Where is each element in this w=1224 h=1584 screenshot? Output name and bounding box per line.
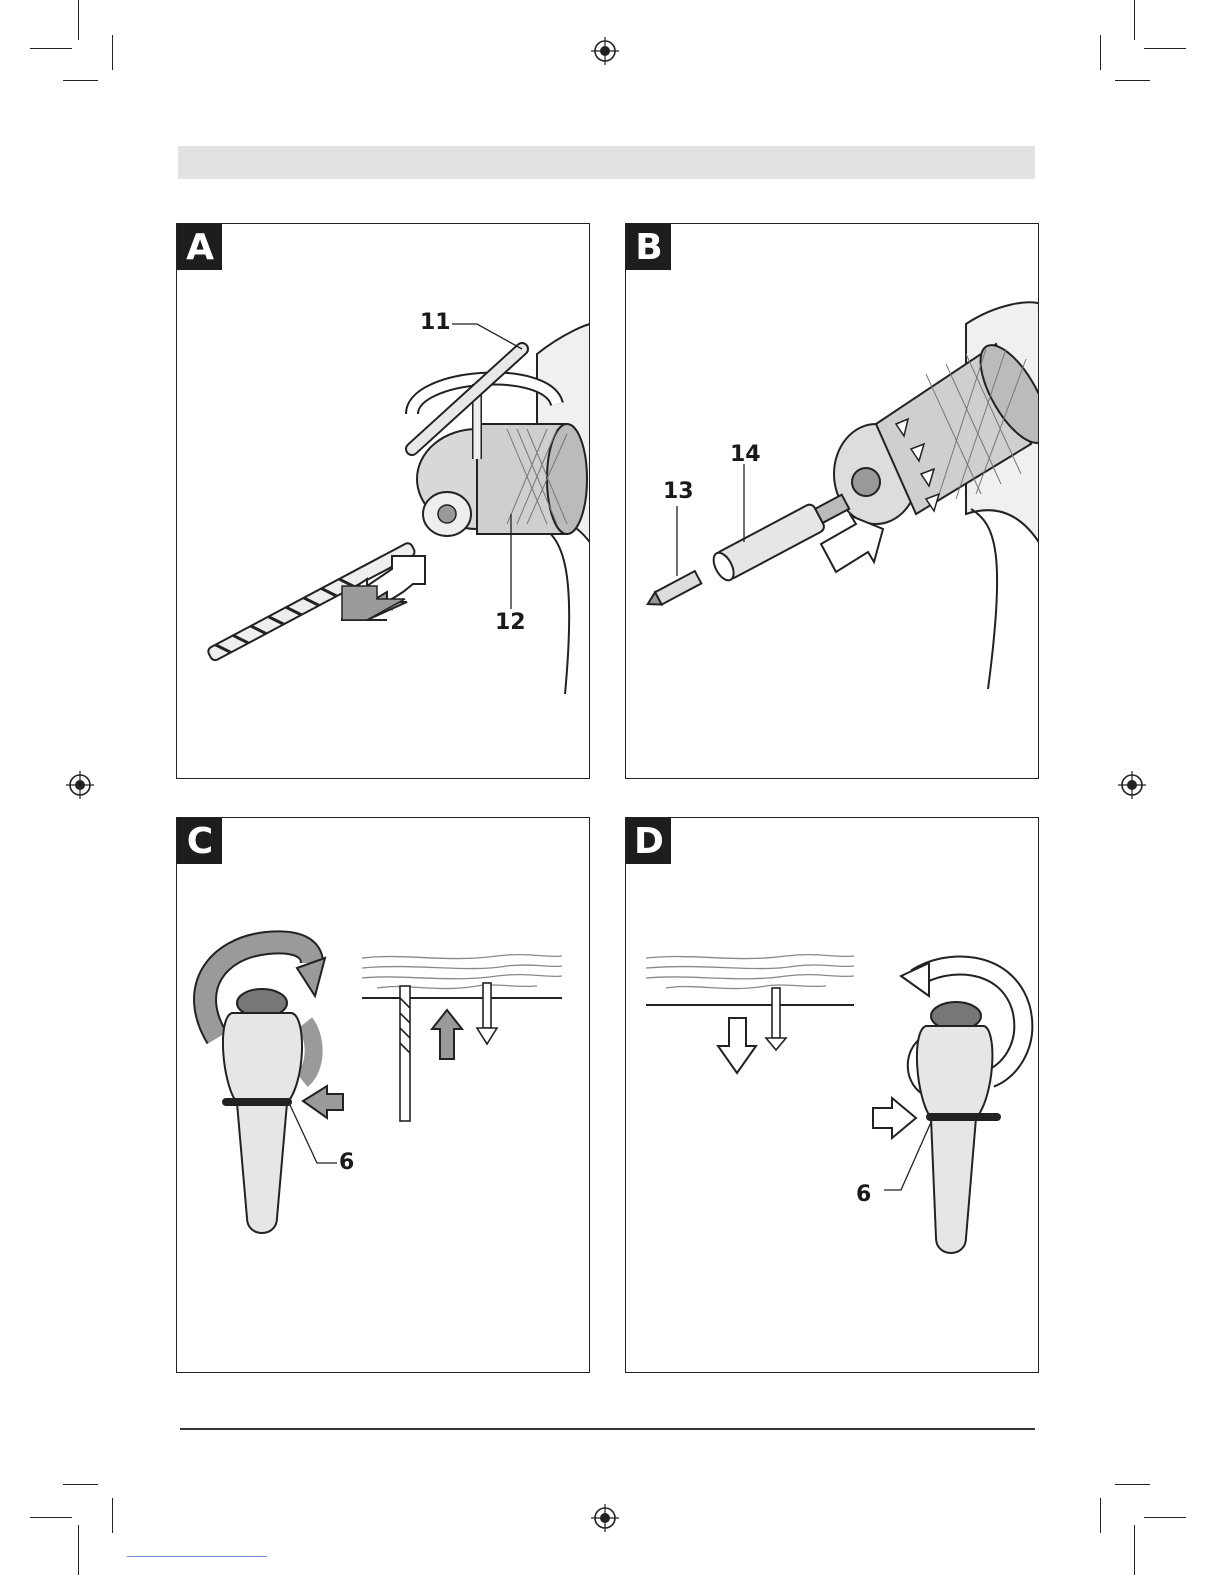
registration-mark-bottom [591,1504,619,1532]
reverse-rotation-illustration [626,818,1039,1373]
callout-14: 14 [730,442,761,467]
callout-6: 6 [856,1182,871,1207]
panel-c: C 6 [176,817,590,1373]
callout-11: 11 [420,310,451,335]
callout-13: 13 [663,479,694,504]
registration-mark-left [66,771,94,799]
crop-mark [1115,80,1150,81]
panel-b: B 13 [625,223,1039,779]
crop-mark [1115,1484,1150,1485]
crop-mark [112,1498,113,1533]
footer-rule [180,1428,1035,1430]
panel-d: D 6 [625,817,1039,1373]
crop-mark [1100,35,1101,70]
crop-mark [30,48,72,49]
link-underline [127,1556,267,1557]
crop-mark [1144,1517,1186,1518]
crop-mark [63,1484,98,1485]
registration-mark-top [591,37,619,65]
forward-rotation-illustration [177,818,590,1373]
callout-12: 12 [495,610,526,635]
callout-6: 6 [339,1150,354,1175]
crop-mark [112,35,113,70]
crop-mark [63,80,98,81]
header-bar [178,146,1035,179]
crop-mark [1100,1498,1101,1533]
panel-a: A [176,223,590,779]
registration-mark-right [1118,771,1146,799]
crop-mark [1134,1525,1135,1575]
drill-chuck-key-illustration [177,224,590,779]
crop-mark [78,0,79,40]
crop-mark [78,1525,79,1575]
crop-mark [1134,0,1135,40]
crop-mark [30,1517,72,1518]
crop-mark [1144,48,1186,49]
